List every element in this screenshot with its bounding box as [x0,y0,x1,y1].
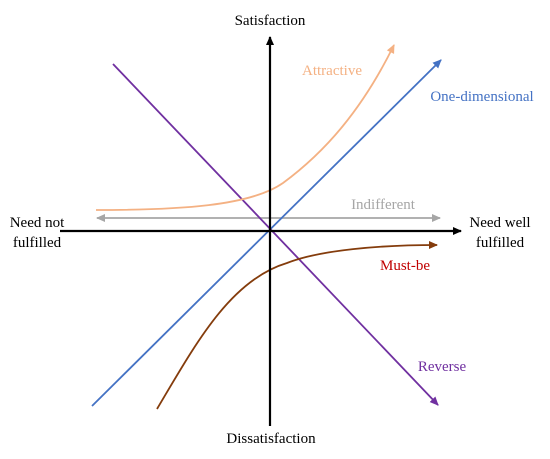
x-axis-right-label-line1: Need well [469,215,530,231]
reverse-curve [112,63,439,406]
one-dimensional-label: One-dimensional [430,89,533,105]
attractive-label: Attractive [302,63,362,79]
one-dimensional-curve [91,59,442,407]
x-axis-left-label-line2: fulfilled [13,235,62,251]
must-be-curve [156,241,438,410]
y-axis-bottom-label: Dissatisfaction [226,431,316,447]
must-be-label: Must-be [380,258,430,274]
x-axis-right-label-line2: fulfilled [476,235,525,251]
indifferent-label: Indifferent [351,197,416,213]
attractive-curve [95,44,395,211]
y-axis-top-label: Satisfaction [235,13,306,29]
reverse-label: Reverse [418,359,467,375]
x-axis-left-label-line1: Need not [10,215,65,231]
